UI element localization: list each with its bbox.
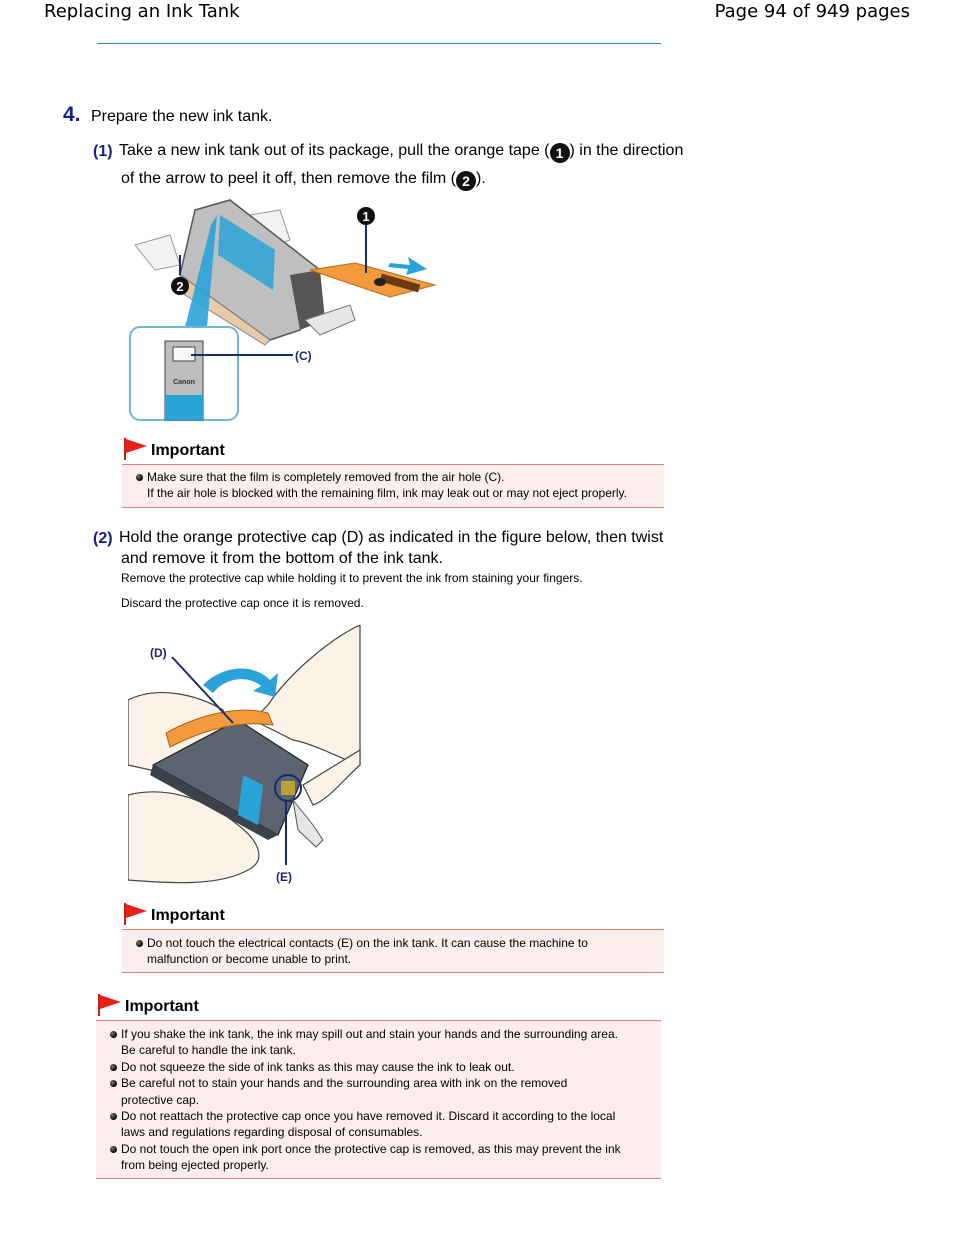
important-3-item-5: Do not touch the open ink port once the …: [108, 1141, 651, 1174]
important-1-item: Make sure that the film is completely re…: [134, 469, 654, 502]
callout-e-label: (E): [276, 870, 292, 884]
important-3-label: Important: [125, 998, 199, 1015]
ink-tank-side: [150, 765, 278, 840]
substep-1-text-d: ).: [475, 170, 486, 187]
contacts-circle: [274, 774, 302, 802]
ink-tank-label: [218, 215, 275, 290]
important-1-box: Make sure that the film is completely re…: [122, 464, 664, 508]
important-flag-icon: [124, 903, 147, 925]
substep-2-line2: and remove it from the bottom of the ink…: [121, 550, 443, 567]
substep-1-text-a: Take a new ink tank out of its package, …: [119, 142, 550, 159]
substep-2-note2: Discard the protective cap once it is re…: [121, 596, 364, 610]
right-hand-top: [251, 625, 361, 766]
tape-dot: [374, 278, 386, 286]
important-3-item-2: Do not squeeze the side of ink tanks as …: [108, 1059, 651, 1075]
left-hand-bottom: [128, 791, 260, 884]
important-flag-icon: [98, 994, 121, 1016]
important-3-item-3: Be careful not to stain your hands and t…: [108, 1075, 651, 1108]
important-1-label: Important: [151, 442, 225, 459]
peel-direction-arrow-icon: [388, 257, 427, 275]
electrical-contacts: [281, 781, 295, 795]
marker-2-icon: 2: [455, 171, 476, 191]
page-title: Replacing an Ink Tank: [44, 1, 240, 22]
important-2-label: Important: [151, 907, 225, 924]
important-2-item: Do not touch the electrical contacts (E)…: [134, 935, 654, 968]
remove-cap-illustration: (D) (E): [128, 625, 361, 884]
ink-tank-end: [290, 270, 325, 330]
substep-1-text-b: ) in the direction: [569, 142, 684, 159]
orange-protective-cap: [165, 709, 274, 748]
page-counter: Page 94 of 949 pages: [714, 1, 910, 22]
important-2-box: Do not touch the electrical contacts (E)…: [122, 929, 664, 973]
ink-tank-window: [238, 775, 263, 825]
substep-1-line1: Take a new ink tank out of its package, …: [119, 140, 683, 163]
callout-d-line: [171, 656, 234, 724]
callout-2-label: 2: [176, 279, 183, 294]
twist-arrow-icon: [203, 668, 278, 697]
step-number: 4.: [63, 103, 81, 126]
important-3-box: If you shake the ink tank, the ink may s…: [96, 1020, 661, 1179]
marker-1-icon: 1: [549, 143, 570, 163]
right-hand-bottom: [302, 748, 361, 806]
callout-1-label: 1: [362, 209, 369, 224]
zoom-beam: [185, 215, 217, 327]
substep-2-note1: Remove the protective cap while holding …: [121, 571, 583, 585]
orange-tape: [309, 262, 437, 298]
inset-tank-label: [165, 395, 203, 420]
inset-brand: Canon: [173, 379, 195, 386]
callout-c-label: (C): [295, 349, 312, 363]
substep-1-text-c: of the arrow to peel it off, then remove…: [121, 170, 456, 187]
important-3-item-4: Do not reattach the protective cap once …: [108, 1108, 651, 1141]
substep-2-number: (2): [93, 530, 113, 547]
ink-tank-lever: [292, 798, 324, 848]
important-flag-icon: [124, 438, 147, 460]
callout-1-icon: [357, 207, 375, 225]
callout-d-label: (D): [150, 646, 167, 660]
film-flap-left: [134, 234, 181, 271]
tape-barcode: [379, 273, 421, 293]
ink-tank-lever: [304, 304, 356, 336]
step-text: Prepare the new ink tank.: [91, 108, 273, 125]
substep-1-line2: of the arrow to peel it off, then remove…: [121, 168, 486, 191]
header-divider: [97, 43, 661, 44]
substep-2-line1: Hold the orange protective cap (D) as in…: [119, 529, 664, 546]
substep-1-number: (1): [93, 143, 113, 160]
callout-2-icon: [171, 277, 189, 295]
important-3-item-1: If you shake the ink tank, the ink may s…: [108, 1026, 651, 1059]
ink-tank-tape-illustration: 1 2 Canon (C): [129, 199, 437, 421]
